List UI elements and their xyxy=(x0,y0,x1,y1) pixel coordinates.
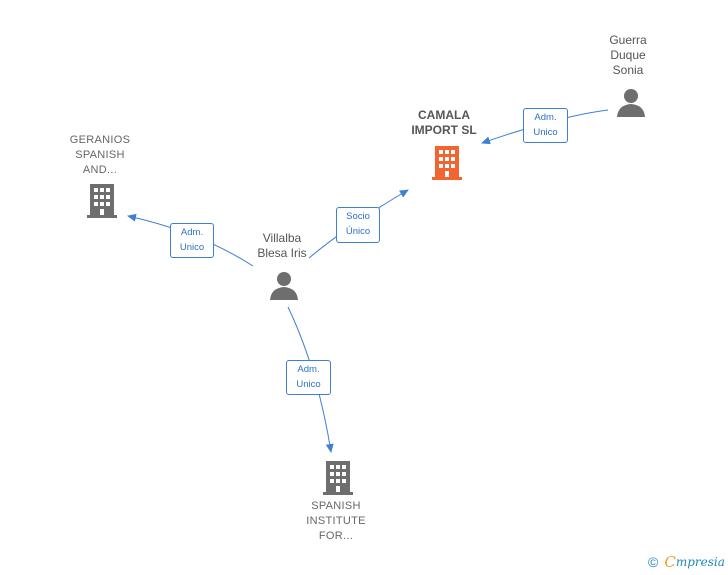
camala-name-line2: IMPORT SL xyxy=(411,123,477,137)
edge-role-line2: Único xyxy=(345,226,371,237)
spanish-name-line1: SPANISH xyxy=(311,500,361,512)
brand-logo-letter: C xyxy=(664,553,676,571)
building-icon[interactable] xyxy=(430,144,464,180)
villalba-name-line1: Villalba xyxy=(262,231,302,245)
villalba-name-line2: Blesa Iris xyxy=(257,246,307,260)
guerra-name-line3: Sonia xyxy=(612,63,644,77)
edge-role-line1: Adm. xyxy=(297,364,320,375)
edge-label-villalba-camala[interactable]: Socio Único xyxy=(336,207,380,243)
geranios-name-line1: GERANIOS xyxy=(69,134,131,146)
building-icon[interactable] xyxy=(85,182,119,218)
edge-label-villalba-spanish[interactable]: Adm. Unico xyxy=(286,360,331,395)
person-villalba-label[interactable]: Villalba Blesa Iris xyxy=(246,231,318,261)
person-icon[interactable] xyxy=(268,271,300,301)
geranios-name-line2: SPANISH xyxy=(75,149,125,161)
company-camala-label[interactable]: CAMALA IMPORT SL xyxy=(398,108,490,138)
spanish-name-line3: FOR... xyxy=(318,530,354,542)
camala-name-line1: CAMALA xyxy=(418,108,470,122)
geranios-name-line3: AND... xyxy=(82,164,118,176)
company-geranios-label[interactable]: GERANIOS SPANISH AND... xyxy=(58,133,142,178)
person-icon[interactable] xyxy=(615,88,647,118)
building-icon[interactable] xyxy=(321,459,355,495)
guerra-name-line2: Duque xyxy=(610,48,646,62)
edge-role-line2: Unico xyxy=(296,379,321,390)
company-spanish-institute-label[interactable]: SPANISH INSTITUTE FOR... xyxy=(296,499,376,544)
edge-role-line1: Socio xyxy=(346,211,370,222)
edge-label-villalba-geranios[interactable]: Adm. Unico xyxy=(170,223,214,258)
footer-brand[interactable]: © C mpresia xyxy=(648,553,725,571)
guerra-name-line1: Guerra xyxy=(609,33,647,47)
copyright-icon: © xyxy=(648,554,659,570)
edge-role-line1: Adm. xyxy=(534,112,557,123)
spanish-name-line2: INSTITUTE xyxy=(306,515,366,527)
edge-label-guerra-camala[interactable]: Adm. Unico xyxy=(523,108,568,143)
edge-role-line1: Adm. xyxy=(180,227,204,238)
person-guerra-label[interactable]: Guerra Duque Sonia xyxy=(594,33,662,78)
edge-role-line2: Unico xyxy=(533,127,558,138)
brand-logo-text: mpresia xyxy=(675,555,725,569)
edge-role-line2: Unico xyxy=(179,242,205,253)
